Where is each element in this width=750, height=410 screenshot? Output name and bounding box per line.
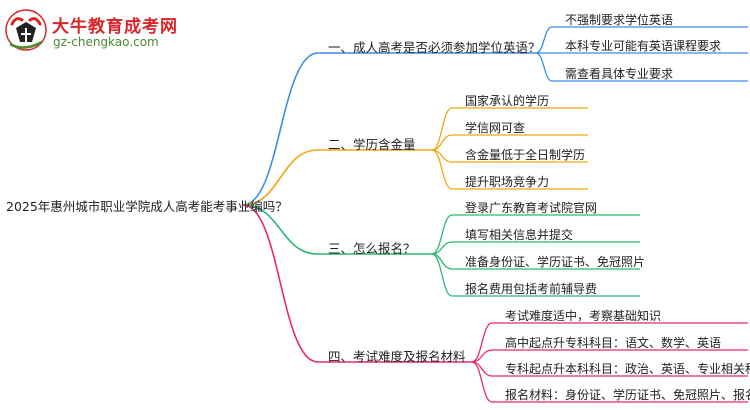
branch-connector [242,149,432,206]
leaf-connector [431,134,588,151]
leaf-item: 高中起点升专科科目：语文、数学、英语 [505,336,722,350]
branch-how-to-register: 三、怎么报名？ [328,241,416,256]
leaf-item: 登录广东教育考试院官网 [465,201,598,215]
leaf-connector [431,149,588,190]
leaf-item: 考试难度适中，考察基础知识 [505,309,662,323]
site-logo[interactable]: 大牛教育成考网 gz-chengkao.com [4,8,194,56]
leaf-connector [431,241,640,255]
branch-connector [242,204,472,363]
branch-diploma-value: 二、学历含金量 [328,137,416,152]
logo-url: gz-chengkao.com [53,35,159,49]
leaf-item: 不强制要求学位英语 [565,13,674,27]
leaf-connector [431,107,588,151]
leaf-connector [471,361,748,403]
branch-connector [242,204,432,255]
leaf-item: 含金量低于全日制学历 [465,148,586,162]
leaf-connector [535,26,748,54]
mindmap-root-node: 2025年惠州城市职业学院成人高考能考事业编吗？ [6,199,288,214]
leaf-item: 需查看具体专业要求 [565,67,674,81]
leaf-item: 报名费用包括考前辅导费 [465,282,598,296]
leaf-connector [471,349,748,363]
leaf-connector [535,52,748,82]
leaf-item: 学信网可查 [465,121,526,135]
branch-connector [242,52,536,206]
leaf-item: 准备身份证、学历证书、免冠照片 [465,255,646,269]
leaf-item: 国家承认的学历 [465,94,550,108]
leaf-connector [431,253,640,297]
leaf-item: 本科专业可能有英语课程要求 [565,39,722,53]
leaf-connector [471,322,748,363]
leaf-item: 提升职场竞争力 [465,175,550,189]
leaf-item: 专科起点升本科科目：政治、英语、专业相关科目 [505,362,750,376]
logo-title: 大牛教育成考网 [52,17,178,37]
leaf-item: 报名材料：身份证、学历证书、免冠照片、报名费用 [505,388,750,402]
branch-degree-english: 一、成人高考是否必须参加学位英语？ [328,40,541,55]
leaf-connector [431,214,640,255]
bull-logo-icon [5,9,47,51]
leaf-item: 填写相关信息并提交 [465,228,574,242]
branch-exam-difficulty: 四、考试难度及报名材料 [328,349,466,364]
